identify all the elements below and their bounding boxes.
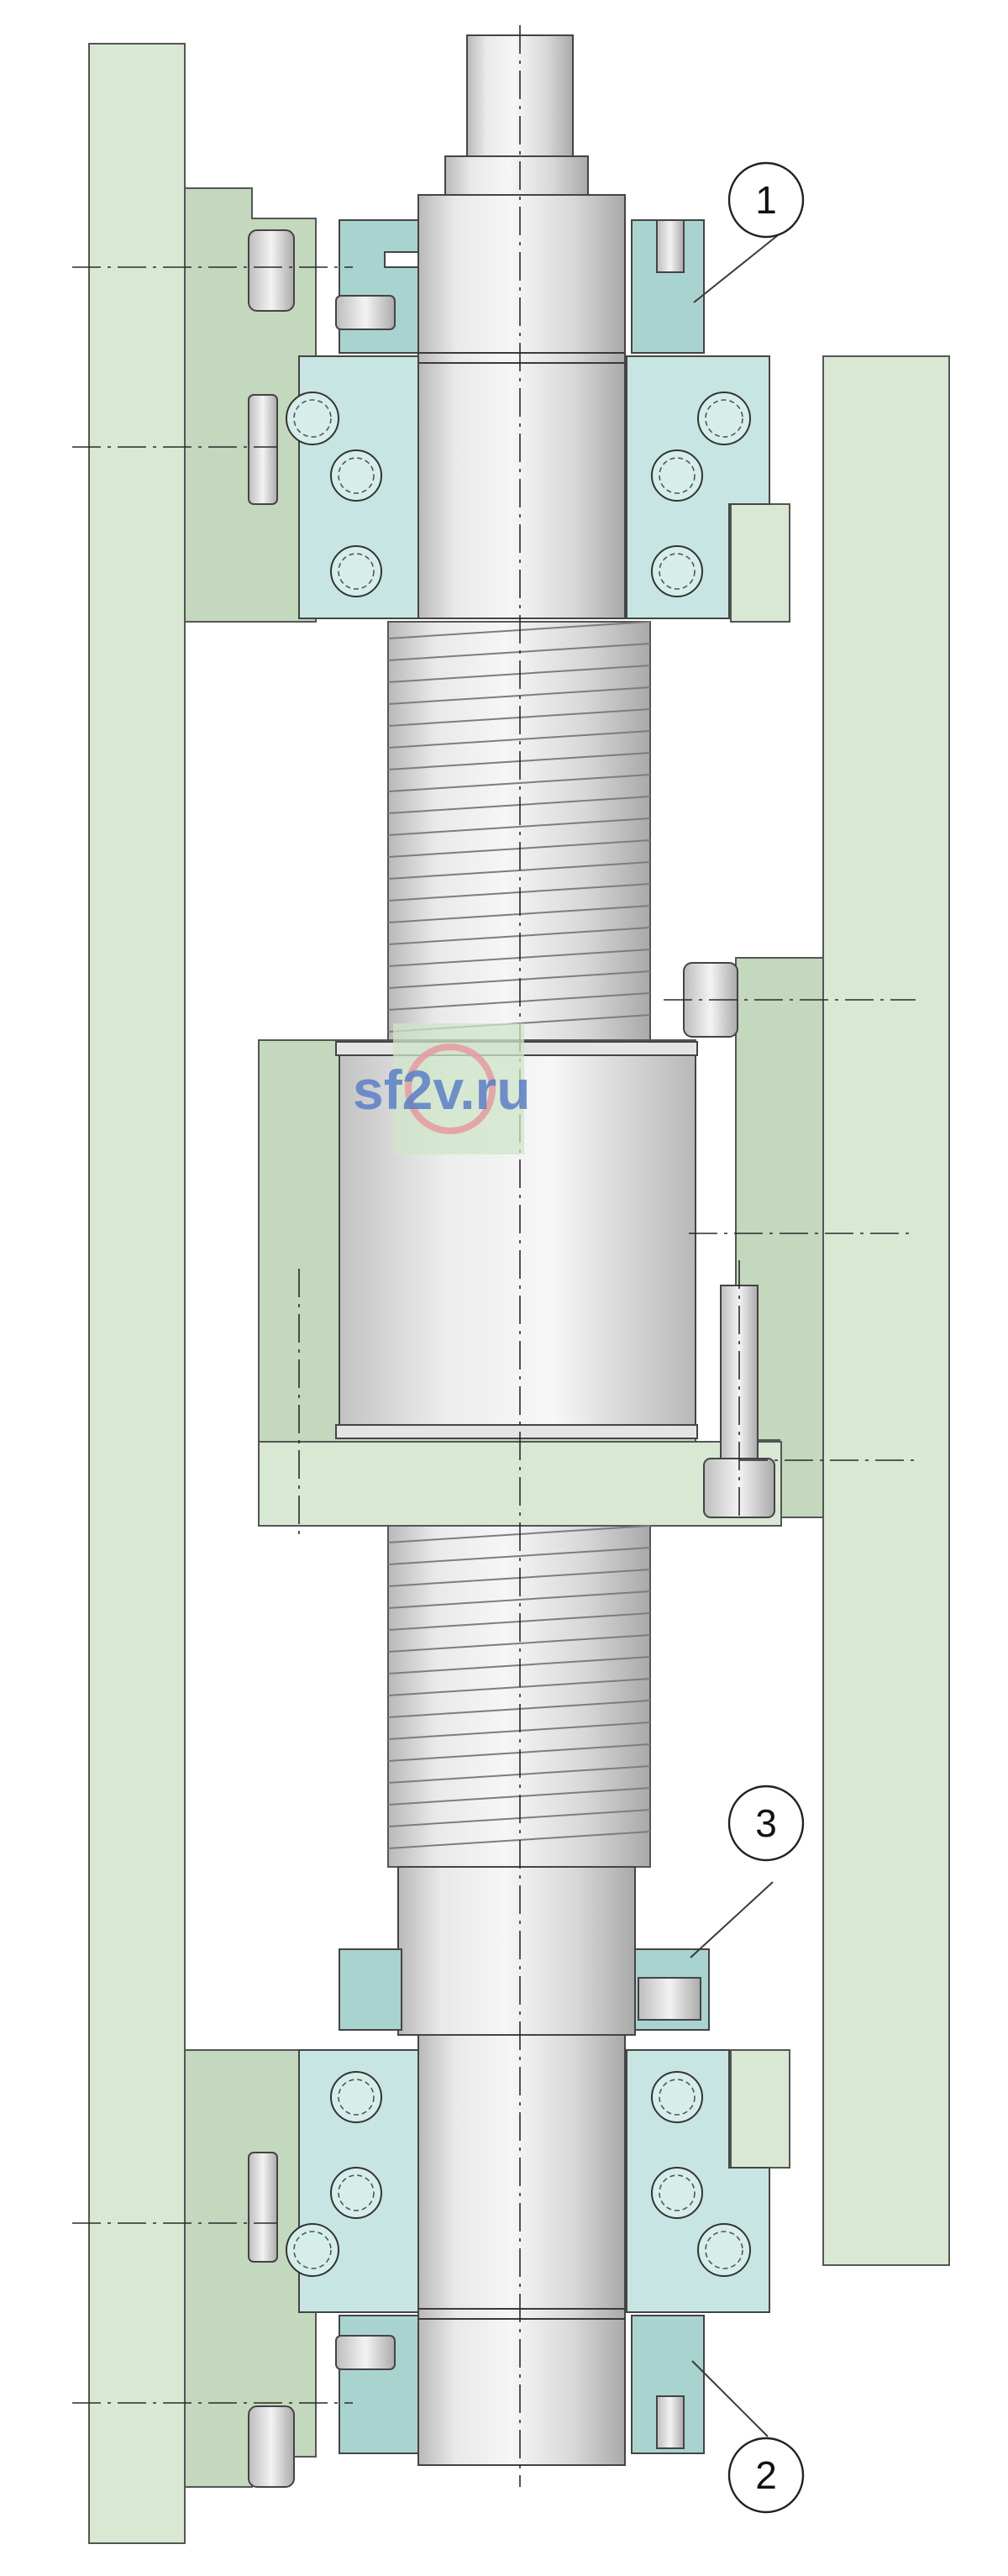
- center-lines: [72, 25, 916, 2487]
- right-guide-plate: [822, 355, 950, 2266]
- bearing-cage: [293, 2231, 332, 2269]
- bottom-housing-right-block: [730, 2049, 790, 2169]
- bearing-cage: [705, 2231, 743, 2269]
- bearing-cage: [338, 553, 375, 590]
- bearing-cage: [659, 2079, 696, 2116]
- watermark-bearing-icon: [405, 1044, 496, 1134]
- bottom-right-clamp-ring: [631, 2315, 705, 2454]
- top-left-clamp-ring: [339, 219, 419, 354]
- shaft-lock-nut-section: [397, 1866, 636, 2036]
- top-bearing-unit: [248, 219, 770, 619]
- bearing-cage: [659, 457, 696, 494]
- thread-lines-upper: [387, 621, 651, 1033]
- shaft-bearing-seat-bottom: [417, 2034, 626, 2466]
- callout-2: 2: [691, 2360, 805, 2514]
- callout-3: 3: [690, 1785, 805, 1958]
- bearing-cage: [705, 399, 743, 438]
- callout-1: 1: [693, 161, 805, 303]
- shaft-shoulder: [444, 155, 589, 196]
- callout-3-circle: [727, 1785, 805, 1862]
- callout-2-circle: [727, 2437, 805, 2514]
- callout-1-label: 1: [755, 178, 777, 222]
- dowel-pin: [335, 295, 396, 330]
- bearing-cage: [338, 457, 375, 494]
- bearing-cage: [293, 399, 332, 438]
- set-screw: [656, 219, 685, 273]
- thread-lines-lower: [387, 1525, 651, 1849]
- left-mounting-plate: [88, 43, 186, 2544]
- watermark-text: sf2v.ru: [353, 1059, 531, 1121]
- bolt-shank: [248, 394, 278, 505]
- screw-thread-lower: [387, 1525, 651, 1868]
- shaft-bearing-seat-top: [417, 194, 626, 619]
- bolt-shank: [248, 2152, 278, 2263]
- bearing-cage: [338, 2174, 375, 2211]
- bearing-cage: [338, 2079, 375, 2116]
- callout-2-label: 2: [755, 2453, 777, 2497]
- hex-bolt-head: [248, 2405, 295, 2488]
- callout-3-label: 3: [755, 1801, 777, 1845]
- bottom-bearing-unit: [248, 2049, 770, 2488]
- bearing-cage: [659, 2174, 696, 2211]
- lock-nut-screw: [638, 1977, 701, 2021]
- dowel-pin: [335, 2335, 396, 2370]
- hex-bolt-head: [248, 229, 295, 312]
- set-screw: [656, 2395, 685, 2449]
- top-housing-right-block: [730, 503, 790, 623]
- lock-nut-left: [339, 1948, 402, 2031]
- bearing-cage: [659, 553, 696, 590]
- callout-1-circle: [727, 161, 805, 239]
- watermark: sf2v.ru: [353, 1023, 531, 1154]
